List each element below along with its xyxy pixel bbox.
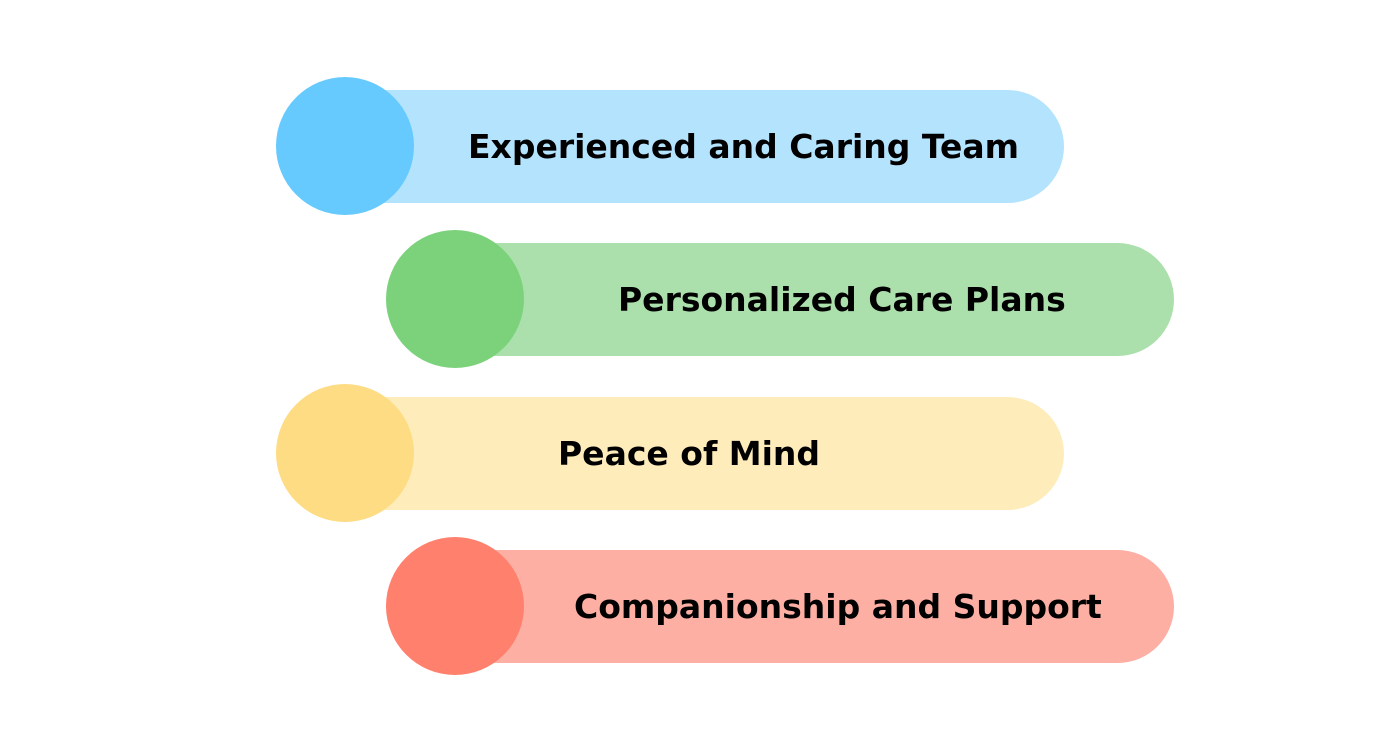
item-pill [316,397,1064,510]
item-label: Peace of Mind [558,434,821,473]
list-item: Experienced and Caring Team [276,77,1064,215]
item-circle [276,77,414,215]
item-pill [426,243,1174,356]
item-label: Personalized Care Plans [618,280,1066,319]
list-item: Personalized Care Plans [386,230,1174,368]
item-circle [386,230,524,368]
item-circle [276,384,414,522]
item-pill [316,90,1064,203]
item-label: Experienced and Caring Team [468,127,1020,166]
item-label: Companionship and Support [574,587,1102,626]
list-item: Peace of Mind [276,384,1064,522]
item-circle [386,537,524,675]
item-pill [426,550,1174,663]
list-item: Companionship and Support [386,537,1174,675]
